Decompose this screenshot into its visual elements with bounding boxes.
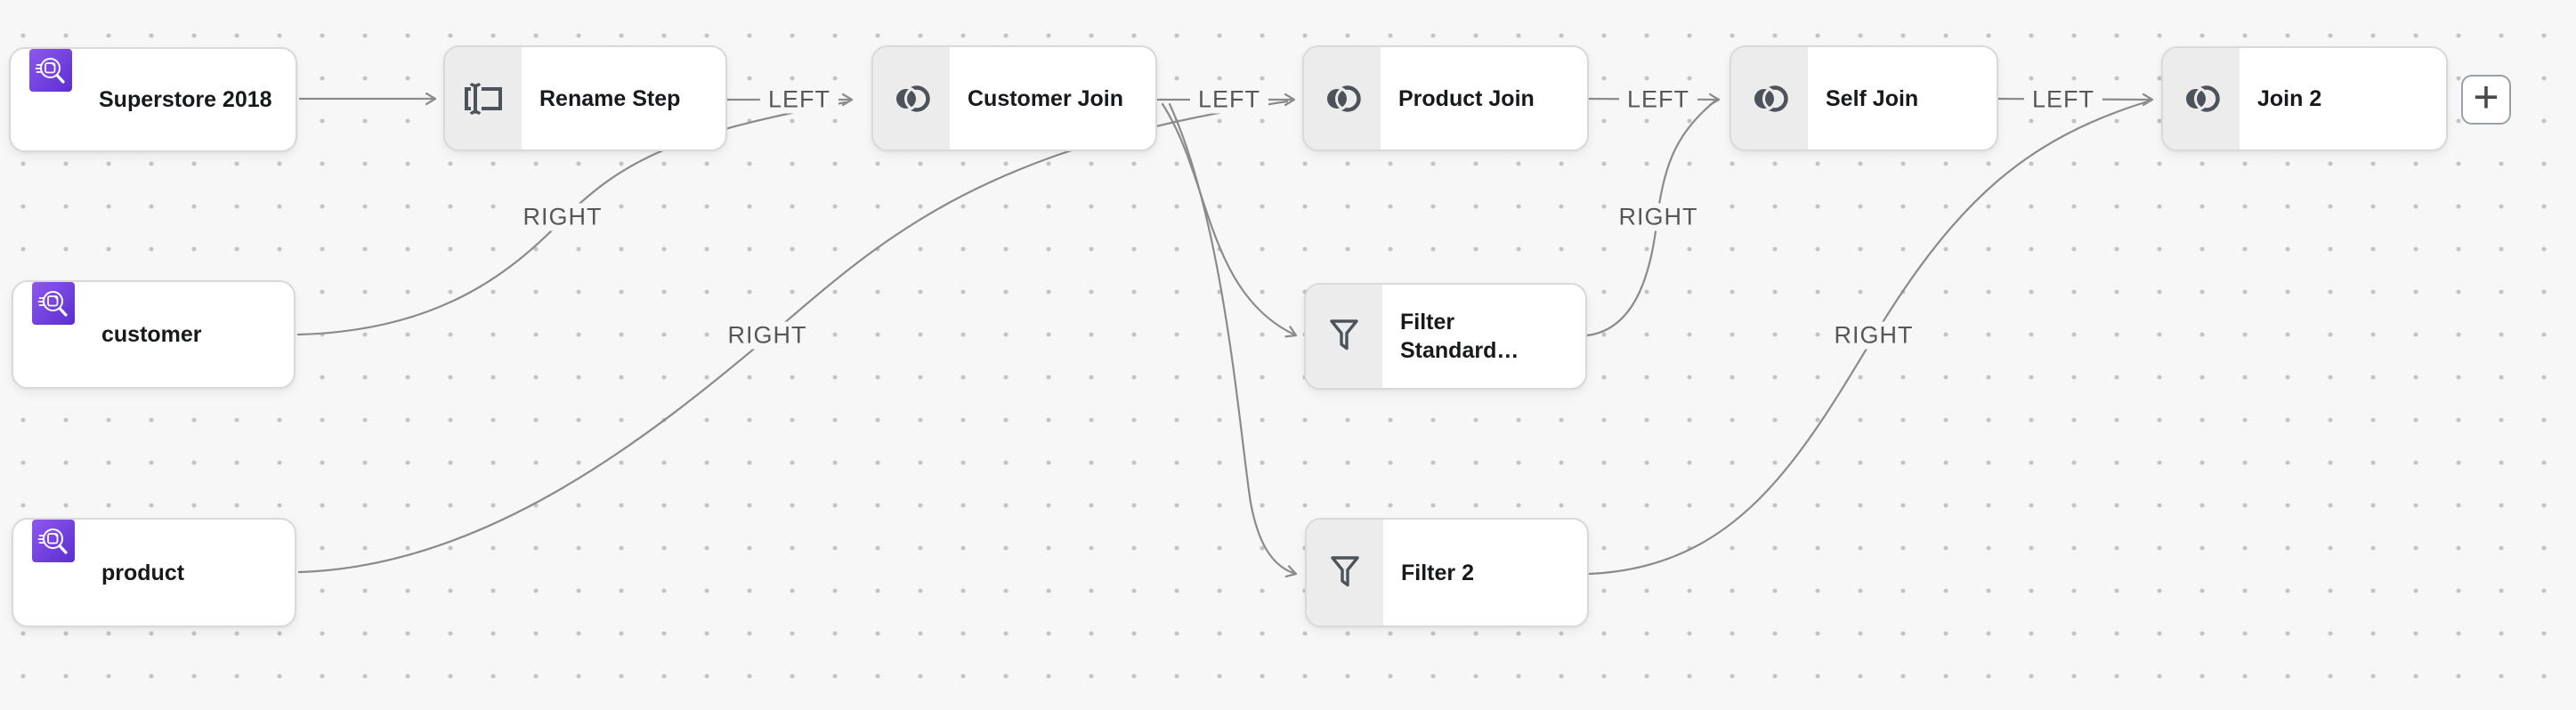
node-label: Filter Standard… xyxy=(1400,310,1519,363)
filter-icon xyxy=(1306,285,1382,388)
edge-customer-join-to-filter-standard xyxy=(1161,102,1298,338)
node-label: Join 2 xyxy=(2257,86,2322,111)
edge-label-right-customer: RIGHT xyxy=(514,203,611,231)
join-icon xyxy=(873,47,950,149)
node-filter-2[interactable]: Filter 2 xyxy=(1305,518,1589,627)
edge-customer-join-to-filter-2 xyxy=(1168,102,1298,578)
node-label: Self Join xyxy=(1826,85,1919,111)
dataset-icon xyxy=(32,282,75,387)
edge-label-left-product-join: LEFT xyxy=(1618,85,1698,114)
node-join-2[interactable]: Join 2 xyxy=(2161,46,2448,151)
node-label: customer xyxy=(101,322,202,347)
node-product[interactable]: product xyxy=(12,518,296,627)
dataset-icon xyxy=(29,49,72,150)
node-label: Product Join xyxy=(1398,85,1535,111)
join-icon xyxy=(1304,47,1381,149)
node-filter-standard[interactable]: Filter Standard… xyxy=(1304,283,1587,390)
node-rename-step[interactable]: Rename Step xyxy=(443,45,727,151)
node-label: product xyxy=(101,560,185,585)
node-label: Superstore 2018 xyxy=(99,87,272,112)
join-icon xyxy=(2163,48,2240,149)
node-self-join[interactable]: Self Join xyxy=(1729,45,1998,151)
node-customer-join[interactable]: Customer Join xyxy=(871,45,1157,151)
node-superstore-2018[interactable]: Superstore 2018 xyxy=(9,47,297,152)
node-label: Filter 2 xyxy=(1401,560,1474,585)
edge-label-right-filter-standard: RIGHT xyxy=(1610,203,1706,231)
rename-icon xyxy=(445,47,522,149)
add-node-button[interactable]: + xyxy=(2461,75,2511,125)
edge-label-left-rename-step: LEFT xyxy=(759,85,839,114)
edge-label-right-product: RIGHT xyxy=(719,321,815,350)
node-customer[interactable]: customer xyxy=(12,280,296,389)
edge-label-left-customer-join: LEFT xyxy=(1189,85,1269,114)
node-product-join[interactable]: Product Join xyxy=(1302,45,1589,151)
filter-icon xyxy=(1307,520,1383,625)
node-label: Customer Join xyxy=(968,85,1124,111)
join-icon xyxy=(1731,47,1808,149)
node-label: Rename Step xyxy=(539,85,681,111)
edge-label-left-self-join: LEFT xyxy=(2023,85,2103,114)
dataset-icon xyxy=(32,520,75,625)
edge-label-right-filter-2: RIGHT xyxy=(1826,321,1922,350)
